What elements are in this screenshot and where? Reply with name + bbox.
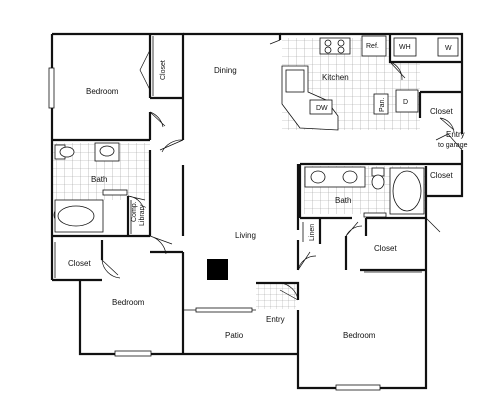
label-comp-library-1: Comp. <box>131 201 138 222</box>
label-kitchen: Kitchen <box>322 73 349 82</box>
label-ref: Ref. <box>366 43 379 50</box>
label-linen: Linen <box>309 224 316 241</box>
label-living: Living <box>235 231 256 240</box>
walls <box>50 32 464 390</box>
doors <box>101 39 463 301</box>
bath-fixtures <box>53 142 425 233</box>
label-wh: WH <box>399 44 411 51</box>
label-closet-bottom-left: Closet <box>68 259 91 268</box>
label-bath-left: Bath <box>91 175 107 184</box>
label-bedroom-bottom-left: Bedroom <box>112 298 145 307</box>
label-closet-top-left: Closet <box>160 60 167 80</box>
label-entry-garage-1: Entry <box>446 130 465 139</box>
label-entry: Entry <box>266 315 285 324</box>
label-dw: DW <box>316 105 328 112</box>
label-bedroom-top-left: Bedroom <box>86 87 119 96</box>
label-bedroom-master: Bedroom <box>343 331 376 340</box>
closet-rods <box>54 36 422 278</box>
fireplace-block <box>207 259 228 280</box>
label-pan: Pan. <box>379 98 386 112</box>
label-closet-laundry: Closet <box>430 107 453 116</box>
label-comp-library-2: Library <box>139 204 146 226</box>
label-dining: Dining <box>214 66 237 75</box>
label-w: W <box>445 45 452 52</box>
label-closet-master: Closet <box>374 244 397 253</box>
label-entry-garage-2: to garage <box>438 142 468 149</box>
kitchen-fixtures <box>281 35 459 131</box>
label-patio: Patio <box>225 331 244 340</box>
windows <box>48 67 381 391</box>
room-labels: Bedroom Closet Dining Kitchen Ref. WH W … <box>68 43 468 340</box>
label-bath-right: Bath <box>335 196 351 205</box>
label-closet-right: Closet <box>430 171 453 180</box>
label-d: D <box>403 99 408 106</box>
